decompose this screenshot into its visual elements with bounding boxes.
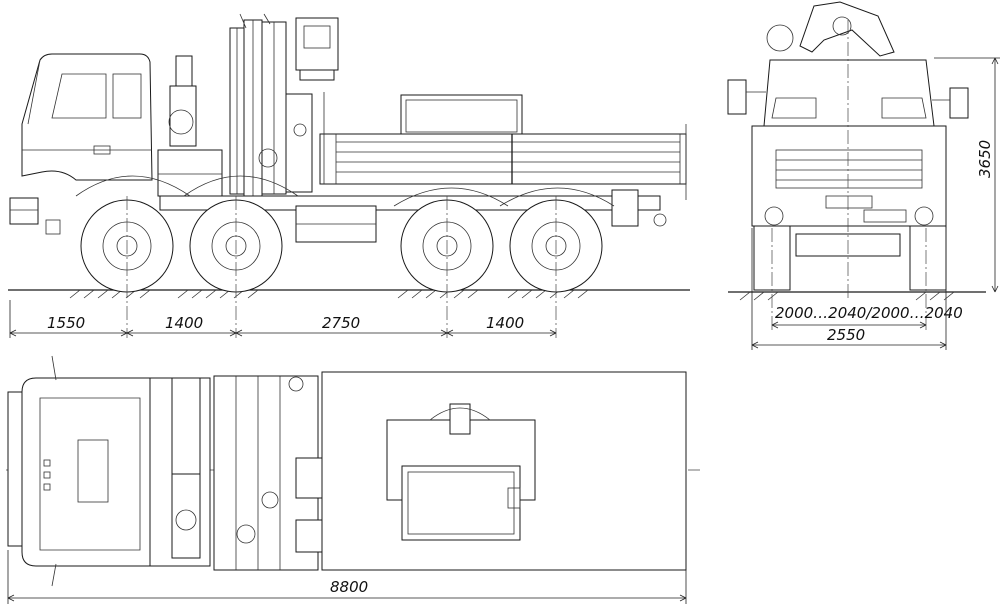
- ground-hatch: [69, 289, 589, 299]
- crane-top: [213, 375, 341, 571]
- dim-wheelbase-1: 1400: [165, 314, 203, 332]
- front-dimensions: 3650 2000…2040/2000…2040 2550: [751, 57, 1000, 350]
- dim-front-overhang: 1550: [47, 314, 85, 332]
- crane-side: [229, 13, 339, 197]
- side-dimensions: 1550 1400 2750 1400: [9, 300, 557, 338]
- cargo-box-load: [400, 94, 523, 138]
- cargo-platform-side: [319, 133, 687, 185]
- dim-width: 2550: [827, 326, 865, 344]
- cab-top: [21, 377, 151, 567]
- dim-track: 2000…2040/2000…2040: [775, 304, 963, 322]
- dim-height: 3650: [976, 140, 994, 178]
- side-view: 1550 1400 2750 1400: [8, 13, 690, 338]
- dim-overall-length: 8800: [330, 578, 368, 596]
- top-dimensions: 8800: [7, 550, 687, 604]
- front-view: 3650 2000…2040/2000…2040 2550: [727, 1, 1000, 350]
- dim-wheelbase-2: 2750: [322, 314, 360, 332]
- top-view: 8800: [6, 355, 700, 604]
- dim-wheelbase-3: 1400: [486, 314, 524, 332]
- cab-side: [21, 53, 153, 181]
- cab-front: [763, 59, 935, 127]
